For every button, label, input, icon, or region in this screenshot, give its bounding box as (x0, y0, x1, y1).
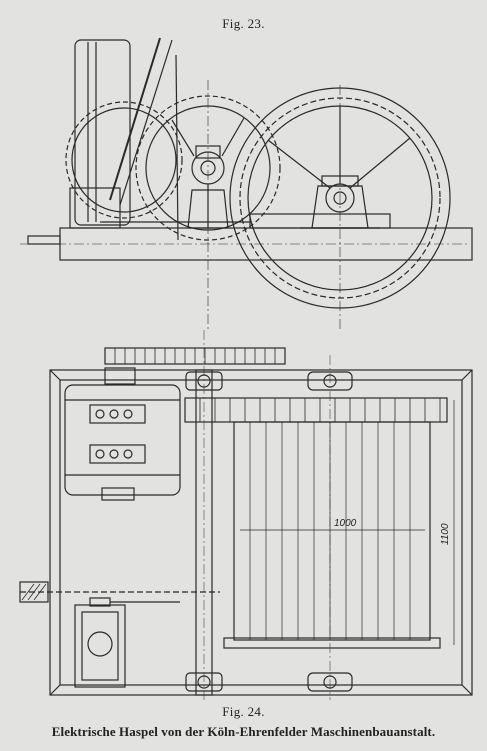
cable-drum (233, 421, 431, 641)
brake-box (74, 604, 126, 688)
drum-gear (184, 397, 448, 423)
middle-wheel (135, 95, 281, 241)
dimension-drum-diameter: 1000 (334, 518, 357, 529)
dimension-drum-length: 1100 (440, 523, 451, 545)
figure-24-label: Fig. 24. (222, 704, 265, 719)
motor-plan (64, 384, 181, 496)
figure-caption: Elektrische Haspel von der Köln-Ehrenfel… (51, 724, 436, 739)
small-gear (65, 101, 183, 219)
crank-handle (19, 581, 49, 603)
figure-23-label: Fig. 23. (222, 16, 265, 31)
plan-frame (49, 369, 473, 696)
